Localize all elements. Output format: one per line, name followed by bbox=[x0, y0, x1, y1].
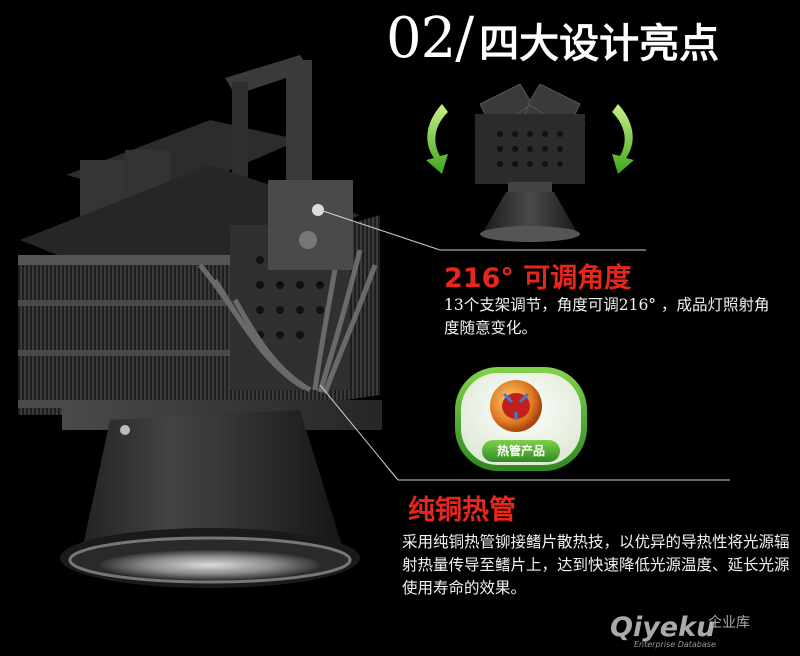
section-heading: 四大设计亮点 bbox=[479, 20, 720, 67]
rotation-demo-image bbox=[426, 84, 634, 242]
angle-feature-description: 13个支架调节，角度可调216° ，成品灯照射角度随意变化。 bbox=[444, 296, 770, 337]
badge-label: 热管产品 bbox=[496, 444, 545, 458]
watermark-cn: 企业库 bbox=[708, 615, 750, 631]
rotate-arrow-right-icon bbox=[612, 104, 634, 174]
highbay-lamp-image bbox=[18, 55, 382, 588]
section-number: 02/ bbox=[386, 6, 474, 71]
rotate-arrow-left-icon bbox=[426, 104, 448, 174]
section-title: 02/四大设计亮点 bbox=[386, 4, 796, 74]
angle-feature-heading: 216° 可调角度 bbox=[444, 263, 632, 294]
watermark-logo: Qiyeku bbox=[610, 612, 716, 643]
heatpipe-product-badge bbox=[455, 367, 587, 471]
watermark-subtitle: Enterprise Database bbox=[634, 640, 716, 649]
heatpipe-feature-description: 采用纯铜热管铆接鳍片散热技，以优异的导热性将光源辐射热量传导至鳍片上，达到快速降… bbox=[402, 533, 790, 597]
heatpipe-feature-heading: 纯铜热管 bbox=[408, 495, 516, 526]
